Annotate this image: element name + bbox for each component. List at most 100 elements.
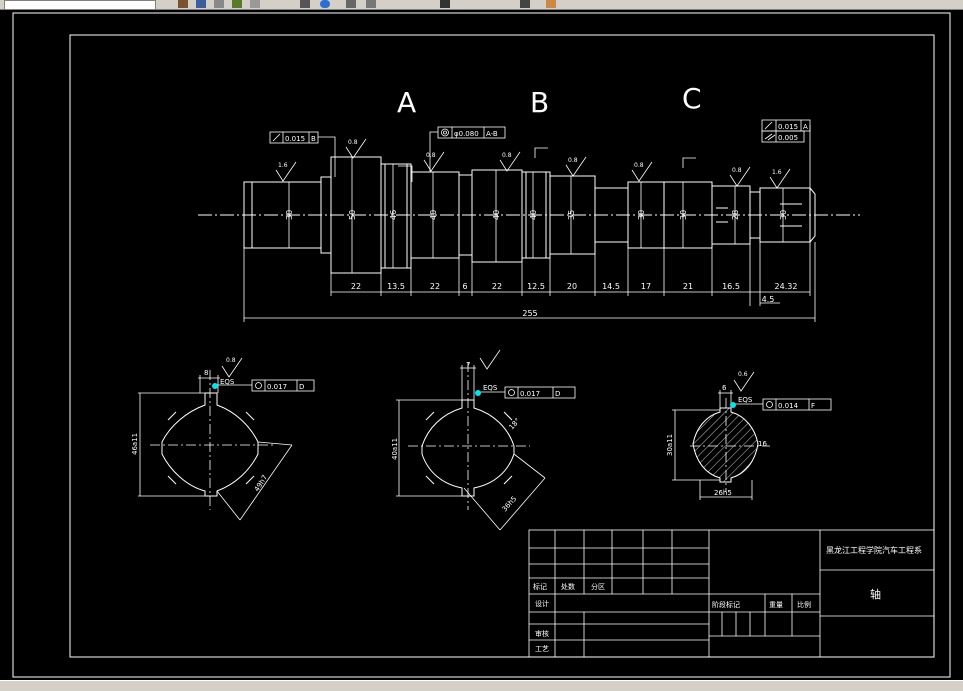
datum-letter: B <box>311 135 316 143</box>
tolerance-value: 0.017 <box>267 383 287 391</box>
tool-icon[interactable] <box>546 0 556 8</box>
tool-icon[interactable] <box>346 0 356 8</box>
section-label-c: C <box>682 82 702 115</box>
tolerance-value: φ0.080 <box>454 130 479 138</box>
roughness-value: 0.8 <box>226 357 236 364</box>
shaft-outline <box>243 156 816 274</box>
title-block-label: 工艺 <box>535 645 549 653</box>
eqs-label: EQS <box>738 396 753 404</box>
tolerance-value: 0.015 <box>285 135 305 143</box>
diameter-label: 36h5 <box>501 495 519 514</box>
datum-point <box>730 402 736 408</box>
tolerance-value: 0.005 <box>778 134 798 142</box>
keyway-width: 7 <box>466 361 470 369</box>
diameter-label: 26h5 <box>714 489 732 497</box>
section-label-a: A <box>397 86 416 119</box>
section-b-view <box>396 349 576 531</box>
roughness-value: 0.8 <box>348 139 358 146</box>
length-label: 22 <box>492 282 502 291</box>
small-length-label: 4.5 <box>762 295 775 304</box>
length-label: 24.32 <box>775 282 798 291</box>
datum-point <box>212 383 218 389</box>
tool-icon[interactable] <box>366 0 376 8</box>
diameter-label: 30 <box>679 210 688 220</box>
tool-icon[interactable] <box>214 0 224 8</box>
title-block-label: 设计 <box>535 599 549 608</box>
diameter-label: 30 <box>779 210 788 220</box>
eqs-label: EQS <box>220 378 235 386</box>
dimension-label: 16 <box>758 440 767 448</box>
datum-letter: D <box>299 383 304 391</box>
school-name: 黑龙江工程学院汽车工程系 <box>826 545 922 555</box>
length-label: 16.5 <box>722 282 740 291</box>
tolerance-frame-runout-a <box>761 119 811 188</box>
length-label: 12.5 <box>527 282 545 291</box>
roughness-value: 0.8 <box>568 157 578 164</box>
length-label: 20 <box>567 282 577 291</box>
roughness-value: 1.6 <box>278 162 288 169</box>
diameter-label: 28 <box>731 210 740 220</box>
tool-icon[interactable] <box>196 0 206 8</box>
drawing-svg: A B C <box>12 12 951 678</box>
sheet-border <box>12 12 951 678</box>
diameter-label: 40 <box>492 210 501 220</box>
title-block-label: 比例 <box>797 600 811 609</box>
overall-length-label: 255 <box>522 309 537 318</box>
section-label-b: B <box>530 86 549 119</box>
diameter-label: 40 <box>529 210 538 220</box>
diameter-label: 40 <box>429 210 438 220</box>
roughness-value: 0.6 <box>738 371 748 378</box>
roughness-value: 0.8 <box>732 167 742 174</box>
tool-icon[interactable] <box>520 0 530 8</box>
eqs-label: EQS <box>483 384 498 392</box>
section-a-view <box>138 357 315 521</box>
zoom-icon[interactable] <box>320 0 330 8</box>
length-label: 22 <box>430 282 440 291</box>
diameter-label: 50 <box>348 210 357 220</box>
status-bar <box>0 680 963 691</box>
roughness-value: 0.8 <box>634 162 644 169</box>
layer-dropdown[interactable] <box>4 0 156 9</box>
title-block-label: 处数 <box>561 582 575 591</box>
diameter-label: 30 <box>637 210 646 220</box>
length-label: 13.5 <box>387 282 405 291</box>
tool-icon[interactable] <box>440 0 450 8</box>
tool-icon[interactable] <box>232 0 242 8</box>
diameter-label: 49h7 <box>253 474 269 493</box>
datum-letter: A-B <box>486 130 498 138</box>
tool-icon[interactable] <box>300 0 310 8</box>
length-label: 6 <box>462 282 467 291</box>
title-block <box>528 529 935 658</box>
roughness-value: 0.8 <box>426 152 436 159</box>
diameter-dim-lines <box>288 157 784 273</box>
toolbar <box>0 0 963 10</box>
drawing-frame <box>69 34 935 658</box>
datum-flags <box>398 147 696 182</box>
title-block-label: 标记 <box>533 582 547 591</box>
tolerance-value: 0.014 <box>778 402 799 410</box>
diameter-label: 35 <box>567 210 576 220</box>
roughness-value: 1.6 <box>772 169 782 176</box>
tool-icon[interactable] <box>250 0 260 8</box>
part-name: 轴 <box>870 587 881 601</box>
length-label: 21 <box>683 282 693 291</box>
drawing-canvas[interactable]: A B C <box>0 10 963 680</box>
title-block-label: 审核 <box>535 629 549 638</box>
tolerance-frame-runout-b <box>269 131 336 177</box>
section-c-view <box>672 371 832 500</box>
diameter-label: 46a11 <box>131 433 139 455</box>
tolerance-frame-coaxiality <box>429 126 506 172</box>
keyway-width: 8 <box>204 369 208 377</box>
tolerance-value: 0.017 <box>520 390 540 398</box>
angle-label: 18° <box>508 417 522 432</box>
title-block-label: 阶段标记 <box>712 600 740 609</box>
title-block-label: 分区 <box>591 582 605 591</box>
diameter-label: 46 <box>389 210 398 220</box>
length-label: 14.5 <box>602 282 620 291</box>
keyway-width: 6 <box>722 384 727 392</box>
roughness-symbols <box>275 138 791 189</box>
diameter-label: 40a11 <box>391 438 399 460</box>
tool-icon[interactable] <box>178 0 188 8</box>
datum-letter: D <box>555 390 560 398</box>
